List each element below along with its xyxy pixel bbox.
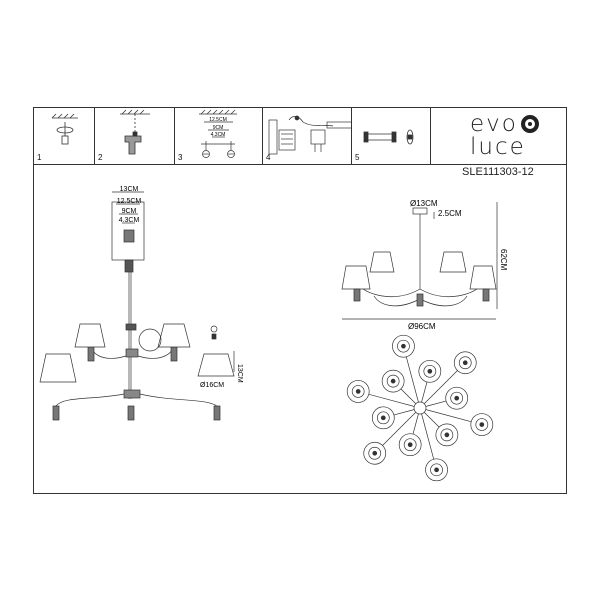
step-1-panel: 1 xyxy=(34,108,95,164)
top-socket xyxy=(401,343,406,349)
step3-dim-2: 9CM xyxy=(213,125,224,131)
top-socket xyxy=(454,395,460,401)
top-hub xyxy=(413,401,427,415)
top-shade-inner xyxy=(351,385,365,398)
top-socket xyxy=(479,422,485,427)
side-view xyxy=(39,191,235,421)
top-shade-inner xyxy=(440,428,454,442)
shade-diameter: Ø16CM xyxy=(200,382,224,389)
top-shade-inner xyxy=(376,411,390,425)
front-view xyxy=(341,202,498,320)
top-shade-inner xyxy=(397,339,410,353)
total-height: 62CM xyxy=(499,249,508,271)
top-socket xyxy=(434,467,439,473)
step3-dim-1: 12.5CM xyxy=(209,117,227,123)
top-shade-inner xyxy=(475,418,489,431)
top-socket xyxy=(407,442,413,448)
canopy-diameter: Ø13CM xyxy=(410,199,438,208)
top-socket xyxy=(355,389,361,394)
brand-circle-icon xyxy=(520,115,539,133)
step-3-panel: 12.5CM 9CM 4.3CM 3 xyxy=(175,108,263,164)
side-dim-4: 4.3CM xyxy=(119,217,140,224)
top-shade-inner xyxy=(423,364,437,378)
top-shade-inner xyxy=(368,446,382,460)
top-shade-inner xyxy=(450,391,464,405)
top-view xyxy=(346,334,494,482)
top-socket xyxy=(372,450,378,456)
top-socket xyxy=(380,415,386,421)
canopy-height: 2.5CM xyxy=(438,209,462,218)
drill-icon xyxy=(120,109,150,155)
total-diameter: Ø96CM xyxy=(408,322,436,331)
top-socket xyxy=(427,368,433,374)
wiring-icon xyxy=(268,115,358,155)
step-number: 4 xyxy=(266,153,271,162)
shade-height: 13CM xyxy=(236,364,243,383)
brand-line-2: luce xyxy=(470,134,526,160)
ceiling-mount-icon xyxy=(51,113,78,145)
side-dim-2: 12.5CM xyxy=(117,198,142,205)
top-shade-inner xyxy=(430,463,443,477)
step-2-panel: 2 xyxy=(95,108,175,164)
top-socket xyxy=(462,360,468,366)
top-shade-inner xyxy=(386,374,400,388)
installation-steps-bar: 1 2 xyxy=(34,108,566,165)
side-dim-3: 9CM xyxy=(122,208,137,215)
step-number: 5 xyxy=(355,153,360,162)
top-socket xyxy=(444,432,450,438)
top-shade-inner xyxy=(403,438,417,452)
side-dim-1: 13CM xyxy=(120,186,139,193)
brand-line-1: evo xyxy=(470,111,518,137)
instruction-sheet: 1 2 xyxy=(33,107,567,494)
bulb-install-icon xyxy=(363,129,414,145)
step-number: 3 xyxy=(178,153,183,162)
step-number: 1 xyxy=(37,153,42,162)
brand-logo: evo luce xyxy=(470,113,560,159)
step3-dim-3: 4.3CM xyxy=(211,132,226,138)
mounting-plate-icon: 12.5CM 9CM 4.3CM xyxy=(199,109,237,158)
step-number: 2 xyxy=(98,153,103,162)
model-number: SLE111303-12 xyxy=(462,166,534,178)
top-socket xyxy=(390,378,396,384)
step-4-panel: 4 xyxy=(263,108,358,164)
chandelier-drawing: 13CM 12.5CM 9CM 4.3CM Ø16CM 13CM Ø13CM xyxy=(39,186,508,482)
step-5-panel: 5 xyxy=(352,108,431,164)
top-shade-inner xyxy=(458,356,472,370)
